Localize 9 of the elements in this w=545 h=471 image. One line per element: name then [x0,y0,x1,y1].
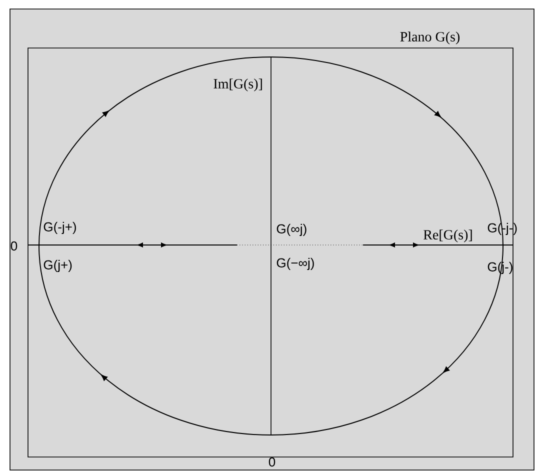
axis-label: Re[G(s)] [424,230,472,242]
axis-label: Im[G(s)] [214,78,262,92]
origin-label: 0 [10,241,18,251]
point-label: G(−∞j) [276,258,314,270]
point-label: G(-j+) [44,222,76,234]
point-label: G(j+) [44,260,72,272]
origin-label: 0 [268,457,276,467]
plane-title: Plano G(s) [400,32,460,44]
point-label: G(∞j) [276,224,306,236]
